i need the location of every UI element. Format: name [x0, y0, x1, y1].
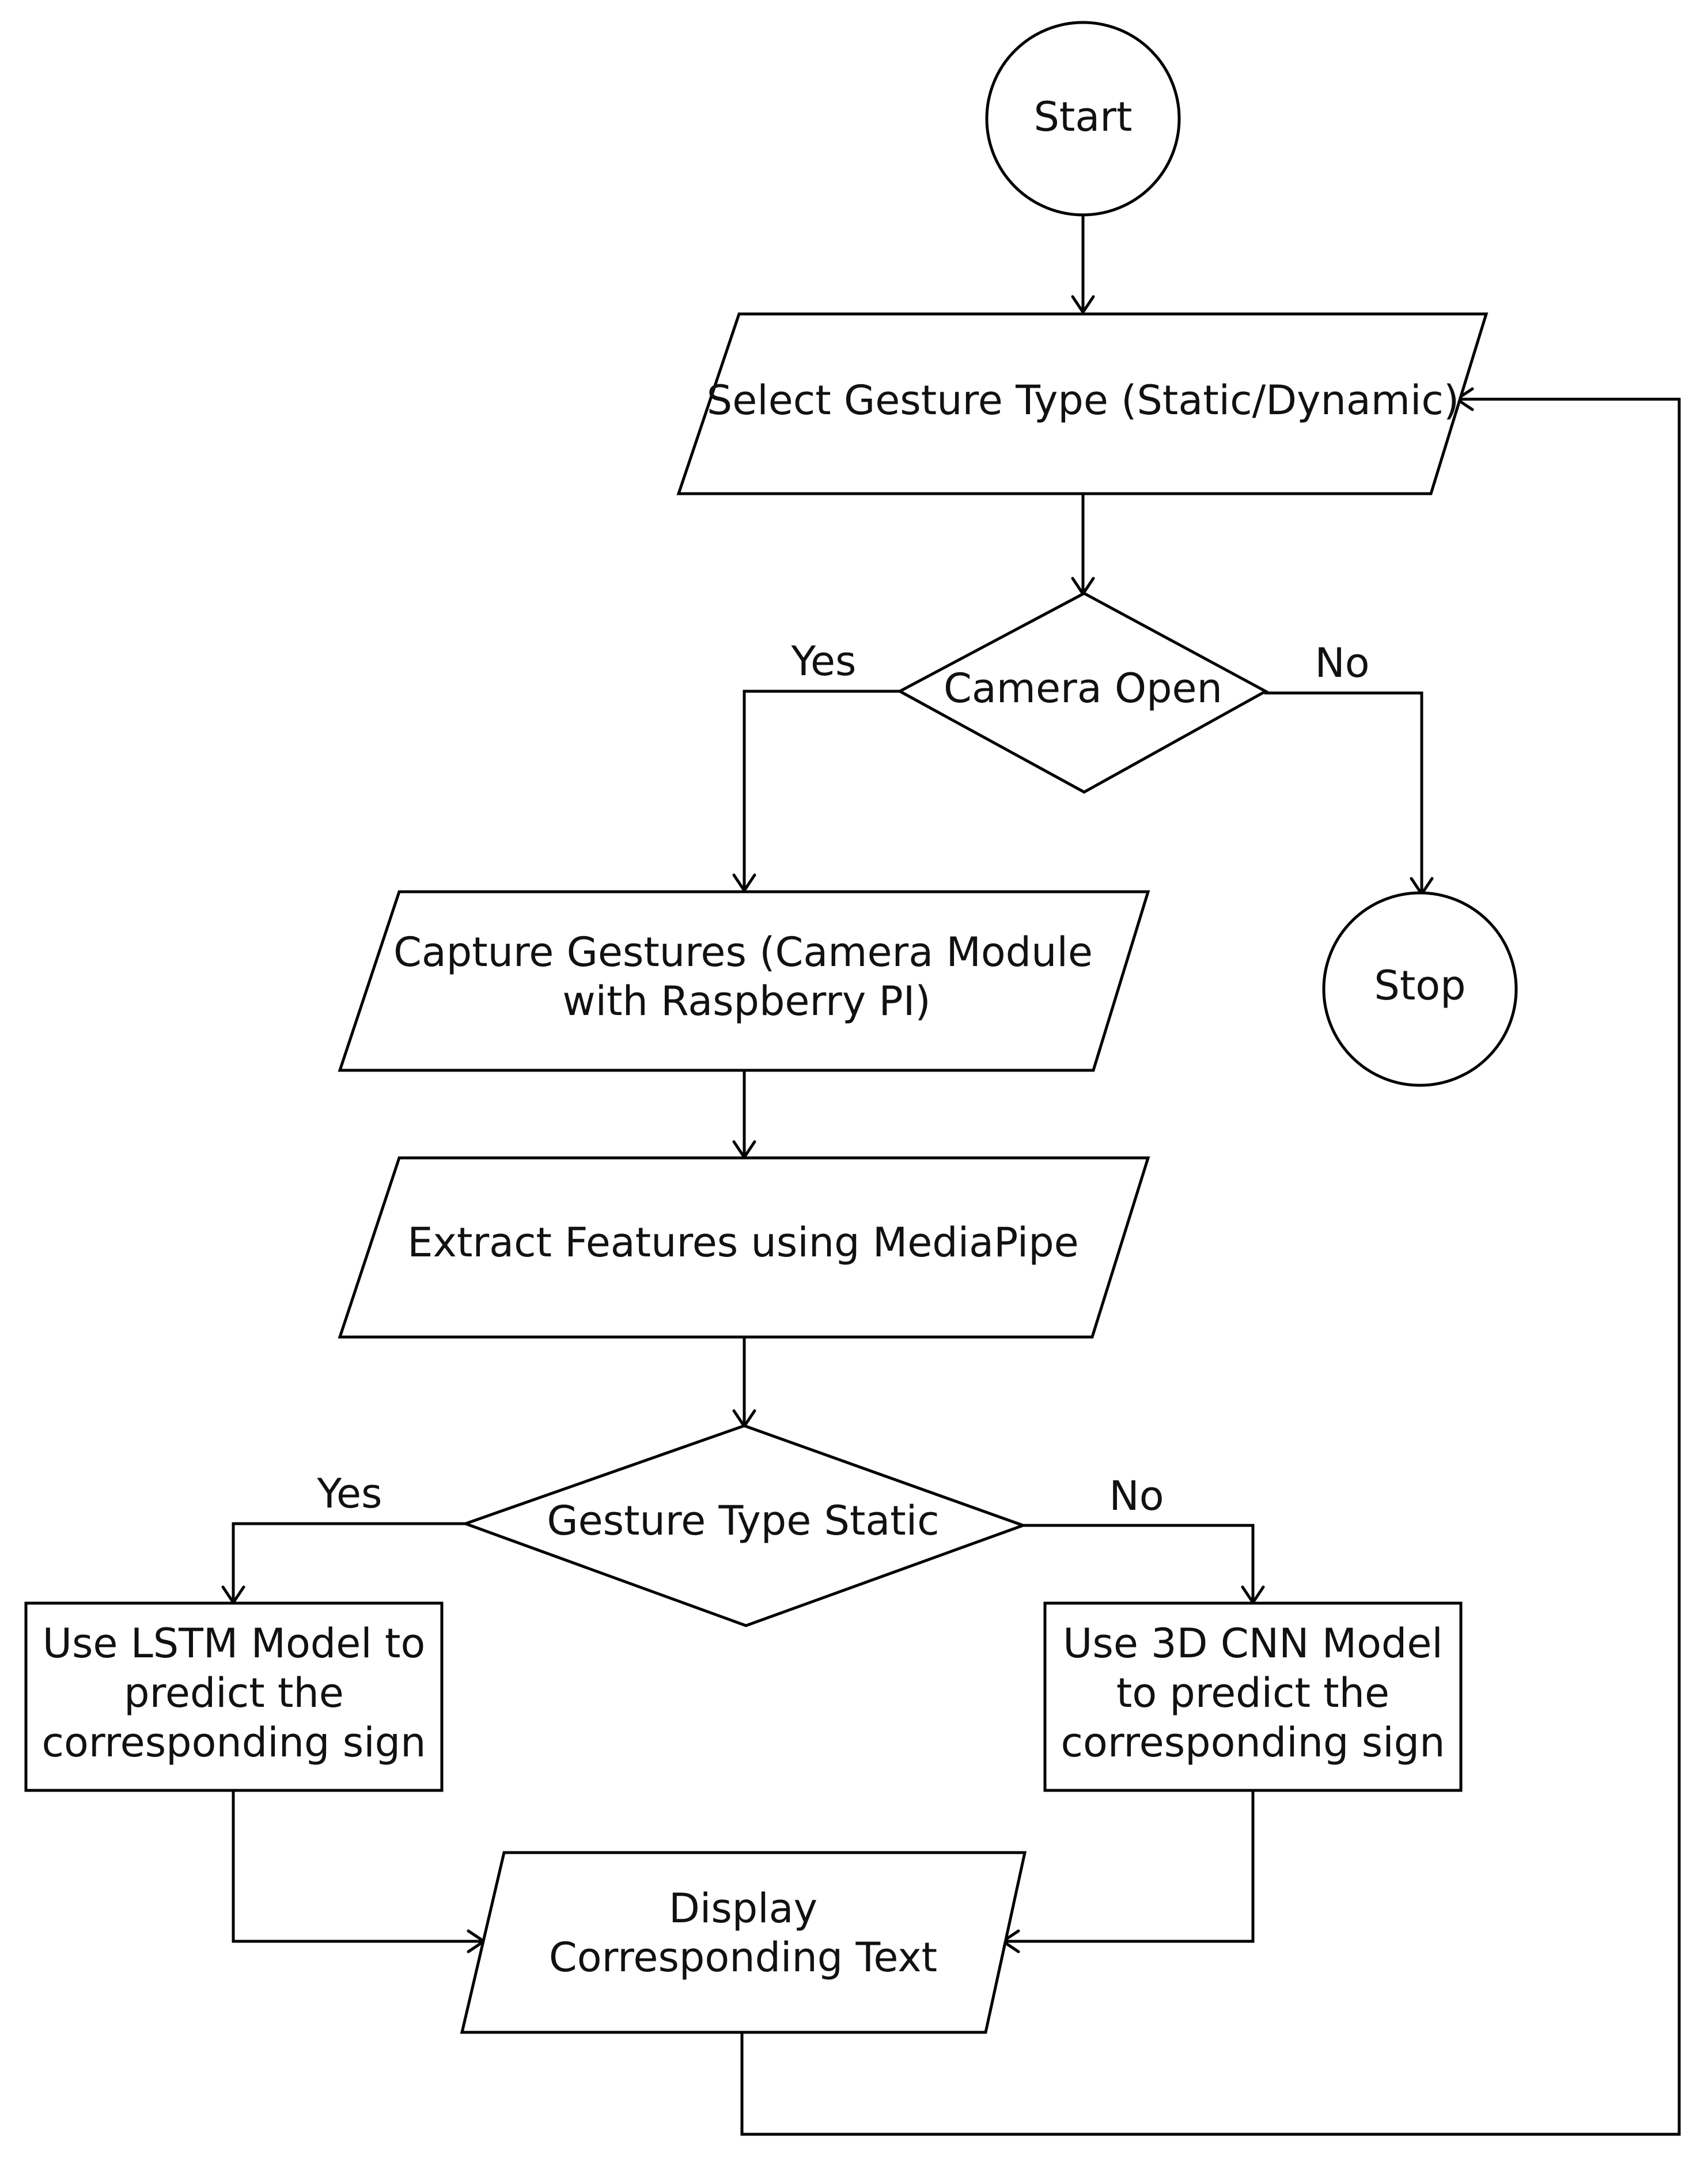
connector-display-loop — [740, 397, 1681, 2136]
camera-yes-label: Yes — [791, 638, 857, 685]
capture-gestures-node — [338, 890, 1150, 1072]
lstm-model-label-line3: corresponding sign — [42, 1719, 426, 1766]
display-text-label-line1: Display — [669, 1885, 817, 1932]
camera-open-decision — [896, 592, 1269, 794]
extract-features-label: Extract Features using MediaPipe — [407, 1219, 1078, 1266]
connector-cnn-display — [1005, 1790, 1255, 1943]
extract-features-node — [338, 1156, 1150, 1339]
connector-lstm-display — [232, 1790, 482, 1943]
start-node — [985, 21, 1181, 217]
display-text-label-line2: Corresponding Text — [549, 1934, 937, 1981]
connector-camera-stop — [1264, 691, 1423, 892]
select-gesture-node — [676, 312, 1489, 495]
arrowhead-select — [1071, 295, 1095, 314]
lstm-model-node — [24, 1601, 444, 1792]
connector-gesture-lstm — [232, 1522, 465, 1600]
gesture-type-label: Gesture Type Static — [547, 1497, 939, 1544]
start-label: Start — [1033, 93, 1132, 141]
gesture-yes-label: Yes — [317, 1470, 382, 1517]
cnn-model-label-line2: to predict the — [1116, 1669, 1389, 1717]
camera-no-label: No — [1315, 639, 1369, 687]
gesture-type-decision — [461, 1424, 1028, 1627]
cnn-model-node — [1043, 1601, 1463, 1792]
select-gesture-label: Select Gesture Type (Static/Dynamic) — [707, 377, 1459, 424]
gesture-no-label: No — [1109, 1472, 1164, 1520]
display-text-node — [460, 1851, 1027, 2034]
cnn-model-label-line3: corresponding sign — [1061, 1719, 1445, 1766]
lstm-model-label-line2: predict the — [124, 1669, 344, 1717]
lstm-model-label-line1: Use LSTM Model to — [43, 1620, 426, 1667]
stop-node — [1322, 891, 1518, 1087]
capture-gestures-label-line1: Capture Gestures (Camera Module — [393, 929, 1093, 976]
camera-open-label: Camera Open — [944, 665, 1222, 712]
connector-gesture-cnn — [1023, 1524, 1255, 1600]
capture-gestures-label-line2: with Raspberry PI) — [562, 978, 930, 1025]
cnn-model-label-line1: Use 3D CNN Model — [1063, 1620, 1443, 1667]
connector-camera-capture — [743, 690, 900, 888]
stop-label: Stop — [1374, 962, 1465, 1009]
